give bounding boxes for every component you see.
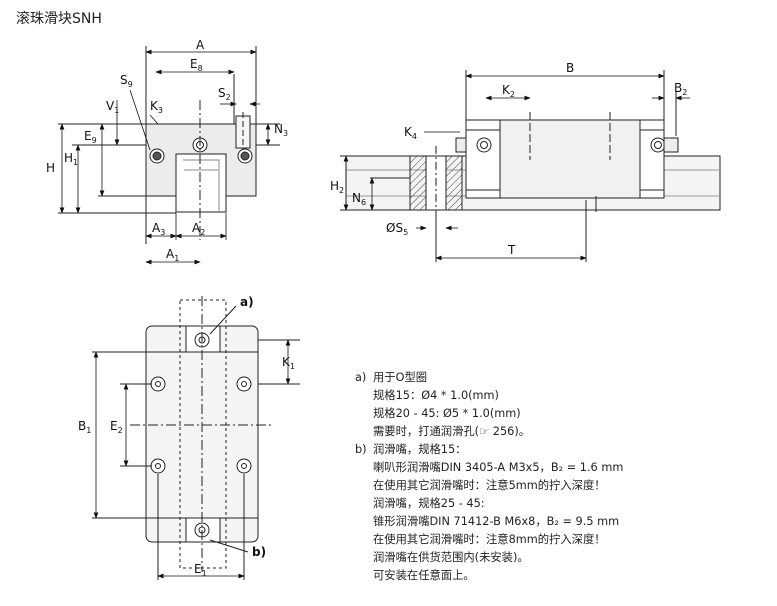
notes-block: a) 用于O型圈 规格15：Ø4 * 1.0(mm) 规格20 - 45: Ø5 … [355,369,623,585]
dimension-labels: A E8 S9 V1 K3 S2 N3 E9 H H1 A3 A2 A1 B K… [46,38,687,578]
dim-A: A [196,38,205,52]
dim-A2: A2 [192,221,205,237]
dim-K4: K4 [404,125,417,141]
dim-H1: H1 [64,151,78,167]
note-a-label: a) [355,371,367,384]
mounting-holes [150,376,252,474]
note-a-line: 规格20 - 45: Ø5 * 1.0(mm) [373,407,521,420]
dim-K2: K2 [502,83,515,99]
dim-S2: S2 [218,86,231,102]
dim-E2: E2 [110,419,123,435]
note-b-line: 锥形润滑嘴DIN 71412-B M6x8，B₂ = 9.5 mm [373,515,620,528]
dim-B: B [566,61,574,75]
dim-V1: V1 [106,99,119,115]
dim-B2: B2 [674,81,687,97]
dim-K3: K3 [150,99,163,115]
top-dimensions [93,339,291,579]
note-a-line: 规格15：Ø4 * 1.0(mm) [373,389,499,402]
rail [175,153,227,213]
note-b-line: 在使用其它润滑嘴时：注意8mm的拧入深度！ [373,533,606,546]
dim-K1: K1 [282,355,295,371]
note-a-line: 需要时，打通润滑孔(☞ 256)。 [373,425,531,438]
dim-E1: E1 [194,562,207,578]
dim-N6: N6 [352,191,366,207]
top-view [92,296,300,580]
dim-H2: H2 [330,179,344,195]
front-view [58,46,280,244]
note-b-line: 可安装在任意面上。 [373,569,475,582]
note-b-line: 在使用其它润滑嘴时：注意5mm的拧入深度！ [373,479,606,492]
dim-N3: N3 [274,122,288,138]
dim-S5: ØS5 [386,221,408,237]
side-dimensions [343,73,690,261]
note-b-line: 润滑嘴，规格15： [373,443,467,456]
dim-E8: E8 [190,57,203,73]
front-dimensions [59,49,271,265]
note-b-label: b) [355,443,367,456]
dim-E9: E9 [84,129,97,145]
dim-A1: A1 [166,247,179,263]
page-title: 滚珠滑块SNH [16,11,102,27]
dim-H: H [46,161,55,175]
dim-S9: S9 [120,73,133,89]
dim-A3: A3 [152,221,165,237]
callout-b: b) [252,545,266,559]
callout-a: a) [240,295,254,309]
side-view [340,70,721,262]
note-b-line: 润滑嘴在供货范围内(未安装)。 [373,551,529,564]
note-a-line: 用于O型圈 [373,371,428,384]
dim-T: T [507,243,516,257]
dim-B1: B1 [78,419,91,435]
note-b-line: 喇叭形润滑嘴DIN 3405-A M3x5，B₂ = 1.6 mm [373,461,624,474]
note-b-line: 润滑嘴，规格25 - 45: [373,497,485,510]
